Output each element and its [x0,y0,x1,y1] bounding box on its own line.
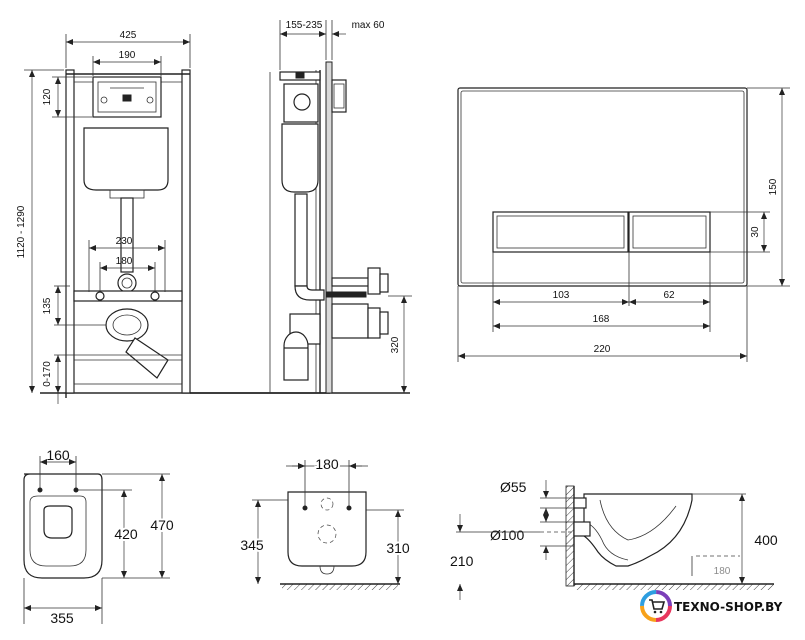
dim-180: 180 [116,256,133,267]
dim-30: 30 [750,226,761,238]
toilet-back-view: 180 345 310 [238,454,412,590]
frame-side-view: 155-235 max 60 320 [190,20,412,394]
watermark-text: TEXNO-SHOP.BY [674,600,783,614]
dim-1120-1290: 1120 - 1290 [16,205,27,258]
toilet-side-view: Ø55 Ø100 210 400 180 [450,479,778,600]
dim-103: 103 [553,290,570,301]
toilet-top-view: 160 420 470 355 [23,447,176,626]
dim-425: 425 [120,30,137,41]
dim-150: 150 [768,178,779,195]
dim-355: 355 [50,610,74,626]
dim-62: 62 [663,290,675,301]
frame-front-view: 425 190 120 1120 - 1290 230 180 135 0 [16,30,330,404]
dim-470: 470 [150,517,174,533]
dim-420: 420 [114,526,138,542]
dim-180-bowl: 180 [315,456,339,472]
shop-watermark: TEXNO-SHOP.BY [640,590,783,622]
flush-plate-view: 150 30 103 62 168 220 [457,87,790,362]
dim-320: 320 [390,336,401,353]
dim-345: 345 [240,537,264,553]
dim-max-60: max 60 [352,20,385,31]
dim-210: 210 [450,553,474,569]
dim-230: 230 [116,236,133,247]
dim-310: 310 [386,540,410,556]
cart-icon [649,599,666,614]
dim-d55: Ø55 [500,479,527,495]
dim-220: 220 [594,344,611,355]
dim-135: 135 [42,297,53,314]
dim-160: 160 [46,447,70,463]
dim-400: 400 [754,532,778,548]
dim-d100: Ø100 [490,527,524,543]
dim-120: 120 [42,88,53,105]
dim-0-170: 0-170 [42,361,53,387]
dim-190: 190 [119,50,136,61]
dim-180-partial: 180 [714,566,731,577]
dim-168: 168 [593,314,610,325]
dim-155-235: 155-235 [286,20,323,31]
